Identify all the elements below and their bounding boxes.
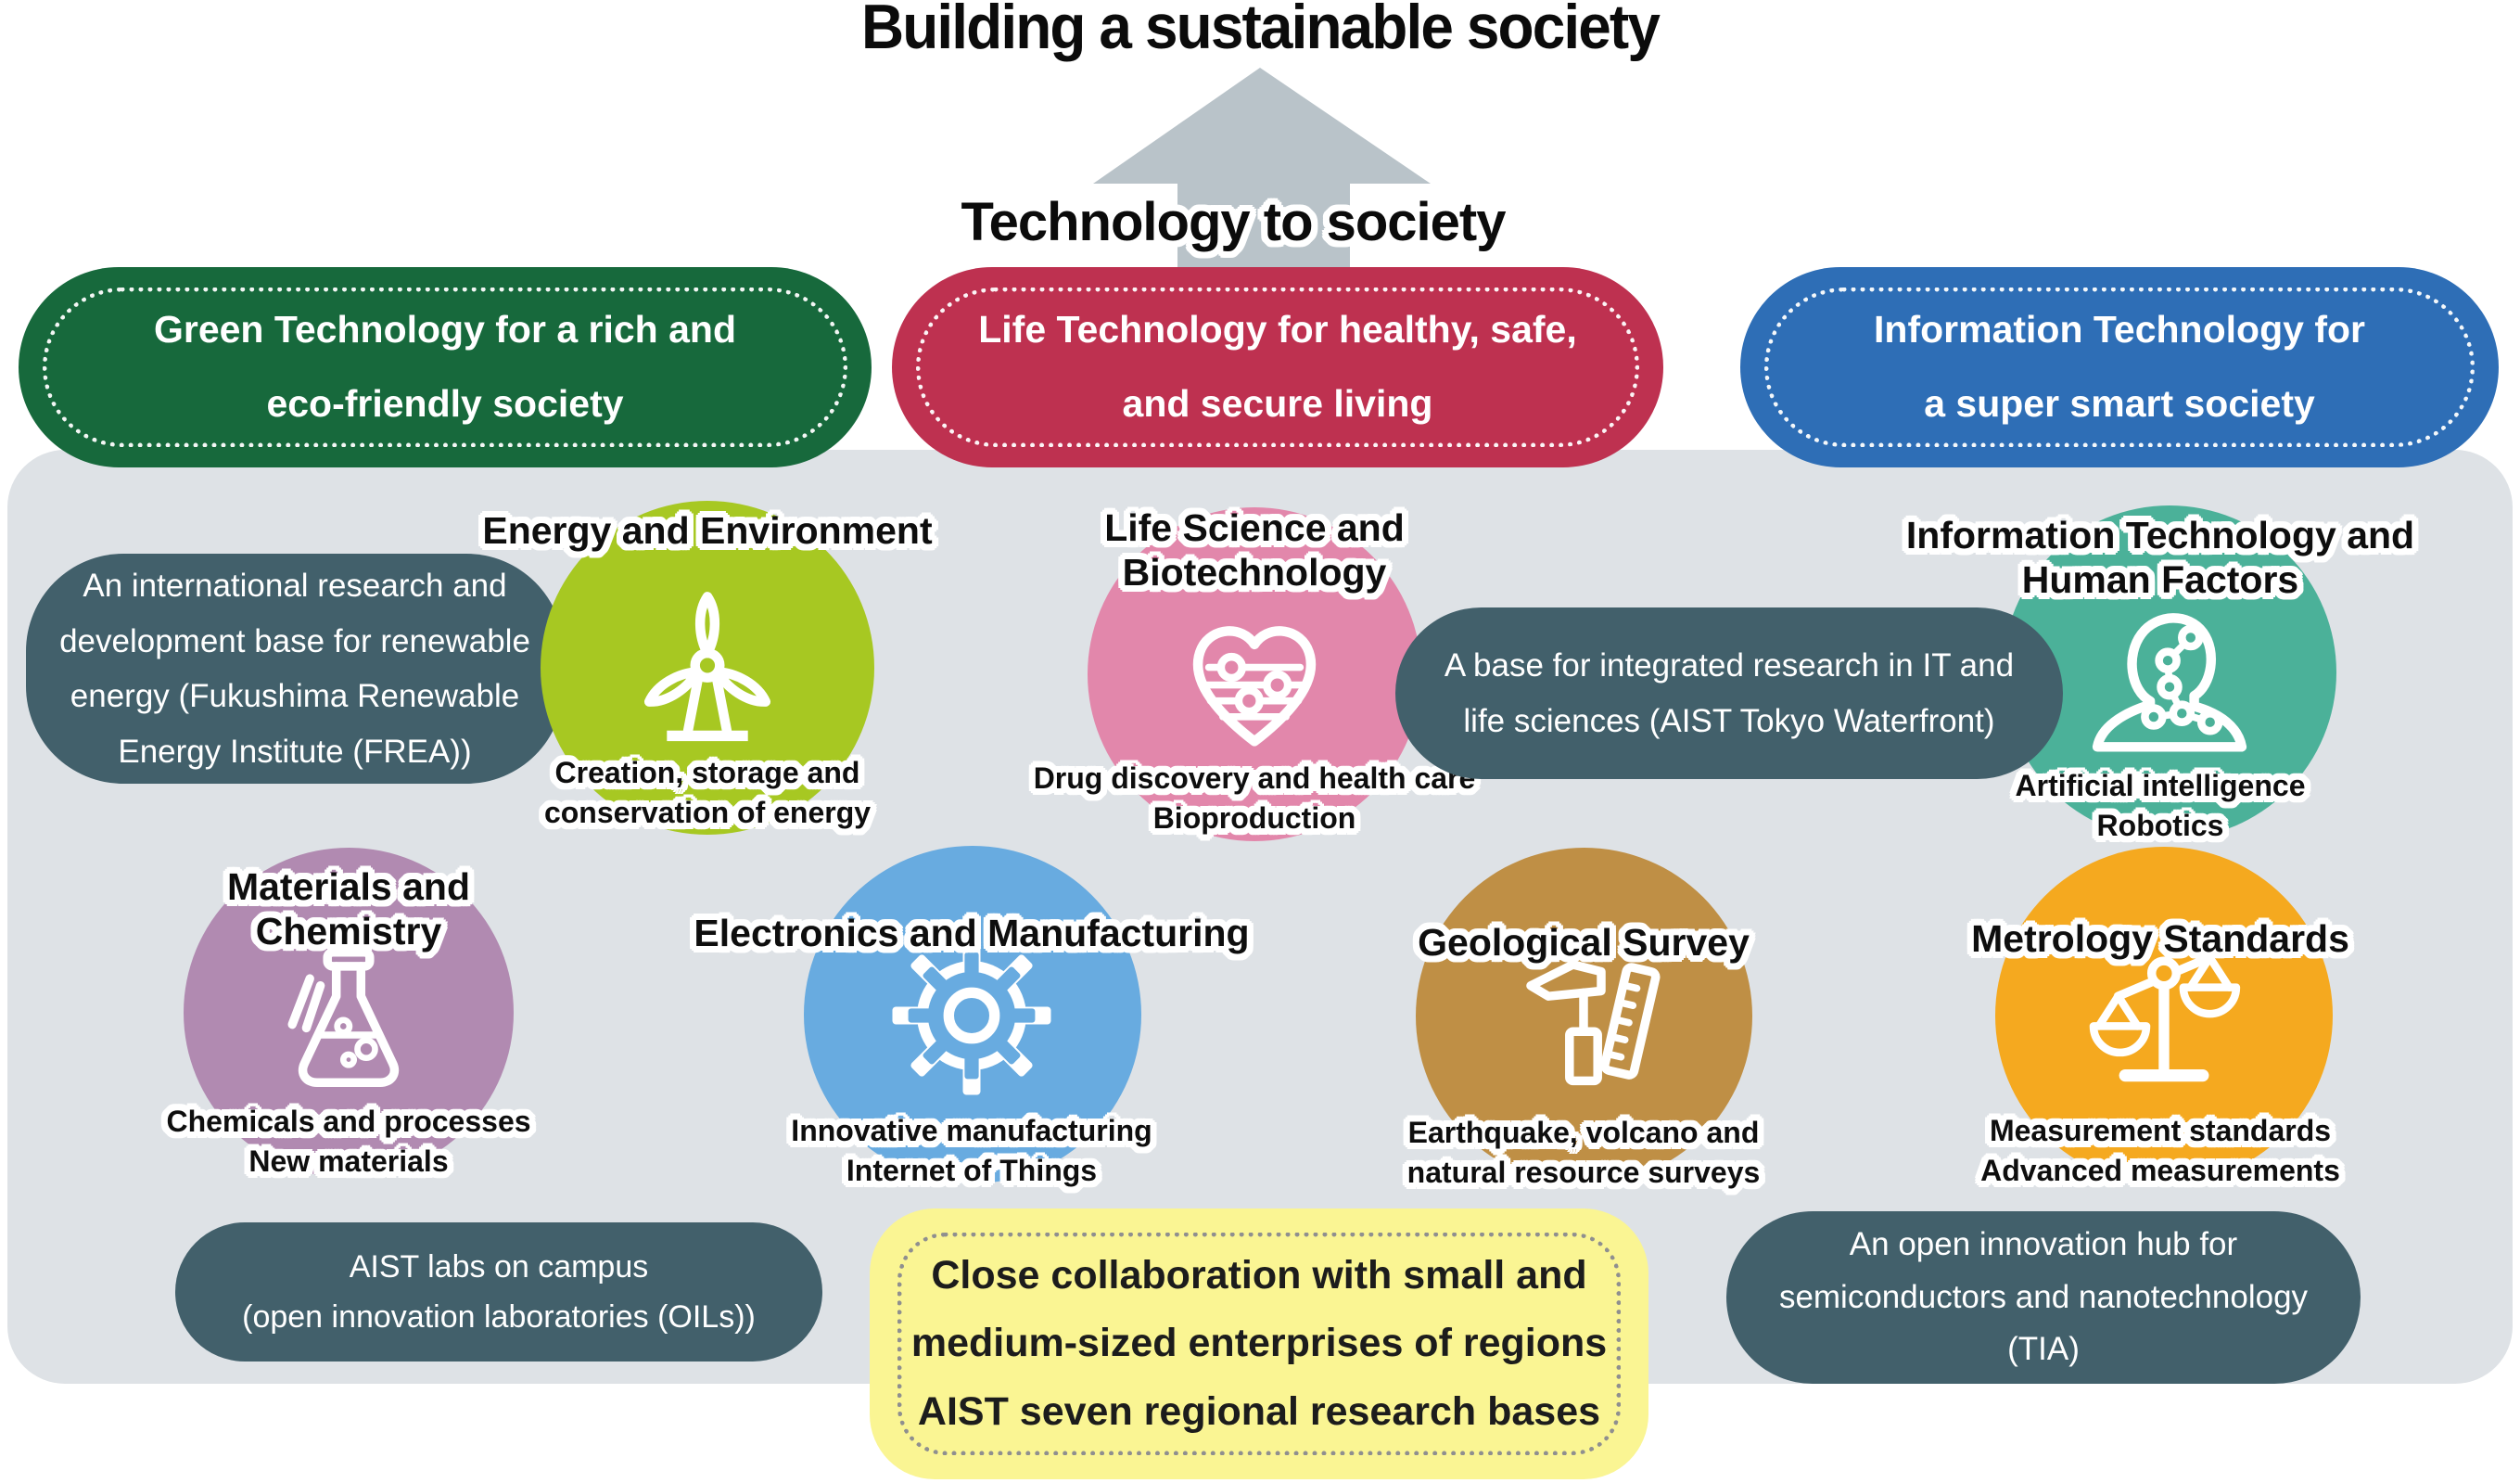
arrow-label: Technology to society xyxy=(961,192,1506,252)
dept-title-life-science: Life Science and Biotechnology xyxy=(1104,506,1405,594)
regional-collaboration-box: Close collaboration with small and mediu… xyxy=(870,1208,1648,1479)
dept-title-electronics: Electronics and Manufacturing xyxy=(694,912,1250,954)
regional-collaboration-text: Close collaboration with small and mediu… xyxy=(910,1253,1608,1434)
wind-turbine-icon xyxy=(643,592,771,742)
base-box-tia-text: An open innovation hub for semiconductor… xyxy=(1778,1225,2309,1368)
pill-green-label: Green Technology for a rich and eco-frie… xyxy=(153,308,736,425)
base-box-oils: AIST labs on campus (open innovation lab… xyxy=(175,1222,822,1362)
pill-life-technology: Life Technology for healthy, safe, and s… xyxy=(892,267,1663,467)
dept-caption-electronics: Innovative manufacturing Internet of Thi… xyxy=(791,1114,1152,1188)
dept-title-materials: Materials and Chemistry xyxy=(226,865,471,953)
balance-scale-icon xyxy=(2089,952,2241,1082)
base-box-frea-text: An international research and developmen… xyxy=(59,568,530,770)
base-box-tokyo-waterfront: A base for integrated research in IT and… xyxy=(1395,607,2063,779)
pill-life-label: Life Technology for healthy, safe, and s… xyxy=(978,308,1577,425)
circle-energy-environment xyxy=(541,501,874,835)
dept-caption-it-human: Artificial intelligence Robotics xyxy=(2015,769,2306,843)
dept-caption-geological: Earthquake, volcano and natural resource… xyxy=(1406,1116,1761,1190)
dept-caption-materials: Chemicals and processes New materials xyxy=(166,1105,531,1179)
base-box-tia: An open innovation hub for semiconductor… xyxy=(1726,1211,2361,1384)
dept-title-metrology: Metrology Standards xyxy=(1971,917,2349,960)
hammer-ruler-icon xyxy=(1526,960,1661,1086)
circle-life-science xyxy=(1088,507,1421,841)
dept-caption-metrology: Measurement standards Advanced measureme… xyxy=(1980,1114,2340,1188)
dept-title-energy: Energy and Environment xyxy=(482,509,933,552)
circle-materials-chemistry xyxy=(184,848,514,1178)
page-title: Building a sustainable society xyxy=(860,0,1661,62)
base-box-frea: An international research and developmen… xyxy=(26,554,564,784)
gear-icon xyxy=(892,936,1051,1095)
base-box-oils-text: AIST labs on campus (open innovation lab… xyxy=(242,1248,756,1335)
dept-title-geological: Geological Survey xyxy=(1418,921,1750,964)
person-network-icon xyxy=(2092,613,2247,752)
dept-caption-energy: Creation, storage and conservation of en… xyxy=(543,756,872,830)
flask-icon xyxy=(287,947,400,1088)
pill-green-technology: Green Technology for a rich and eco-frie… xyxy=(19,267,872,467)
base-box-tokyo-text: A base for integrated research in IT and… xyxy=(1444,647,2015,739)
dept-title-it-human: Information Technology and Human Factors xyxy=(1905,514,2415,602)
pill-information-technology: Information Technology for a super smart… xyxy=(1740,267,2499,467)
pill-info-label: Information Technology for a super smart… xyxy=(1874,308,2365,425)
heart-circuit-icon xyxy=(1192,626,1317,747)
